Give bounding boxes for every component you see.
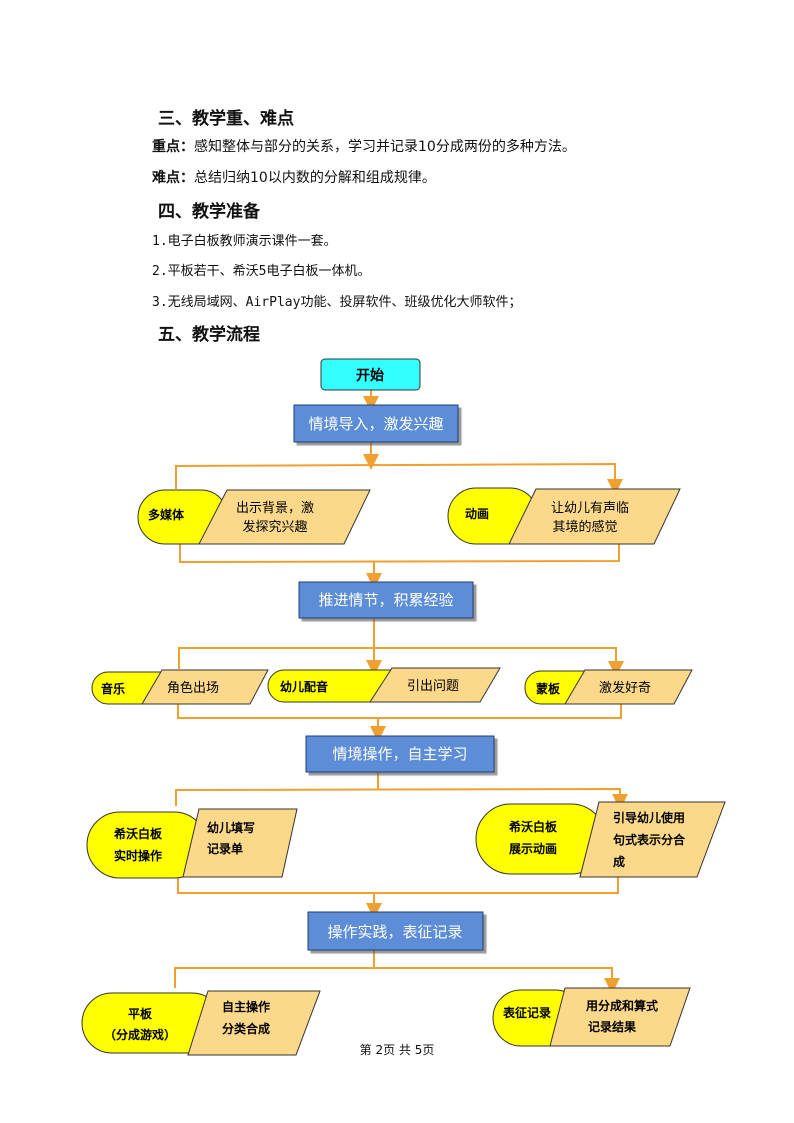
r3-right-tag-1: 希沃白板 <box>508 819 558 834</box>
r1-left-line2: 发探究兴趣 <box>242 519 307 535</box>
key-point-text: 感知整体与部分的关系，学习并记录10分成两份的多种方法。 <box>194 139 576 155</box>
r4-right-node: 表征记录 用分成和算式 记录结果 <box>492 987 691 1047</box>
r4-right-line2: 记录结果 <box>588 1019 636 1034</box>
r2-mid-line: 引出问题 <box>407 679 459 694</box>
r2-right-node: 蒙板 激发好奇 <box>524 669 693 705</box>
difficulty-text: 总结归纳10以内数的分解和组成规律。 <box>194 170 436 186</box>
r2-left-tag: 音乐 <box>101 681 125 696</box>
step-2-box <box>298 581 474 619</box>
r3-left-node: 希沃白板 实时操作 幼儿填写 记录单 <box>86 808 298 879</box>
r2-mid-tag: 幼儿配音 <box>280 679 328 694</box>
r1-right-node: 动画 让幼儿有声临 其境的感觉 <box>447 487 681 545</box>
step-1-box <box>293 404 459 443</box>
r3-right-line3: 成 <box>613 854 625 869</box>
start-node: 开始 <box>320 358 421 391</box>
r4-left-node: 平板 （分成游戏） 自主操作 分类合成 <box>81 990 321 1056</box>
r3-left-tag-2: 实时操作 <box>114 848 162 863</box>
r4-left-tag-2: （分成游戏） <box>104 1027 176 1042</box>
step-4-box <box>307 911 484 951</box>
r4-right-line1: 用分成和算式 <box>585 998 658 1013</box>
r3-right-tag-2: 展示动画 <box>509 842 557 856</box>
step-1-label: 情境导入，激发兴趣 <box>308 415 443 433</box>
r1-left-node: 多媒体 出示背景，激 发探究兴趣 <box>137 489 371 545</box>
prep-item: 1.电子白板教师演示课件一套。 <box>152 234 337 249</box>
r1-right-line2: 其境的感觉 <box>552 519 617 535</box>
r2-right-tag: 蒙板 <box>536 681 561 696</box>
r1-right-line1: 让幼儿有声临 <box>551 501 629 516</box>
r3-left-line2: 记录单 <box>207 841 243 856</box>
section-5-title: 五、教学流程 <box>158 325 260 345</box>
r3-right-node: 希沃白板 展示动画 引导幼儿使用 句式表示分合 成 <box>475 801 726 878</box>
r3-left-line1: 幼儿填写 <box>207 820 255 835</box>
r4-left-tag-1: 平板 <box>128 1006 153 1021</box>
start-label: 开始 <box>356 367 384 384</box>
step-2-label: 推进情节，积累经验 <box>318 591 453 609</box>
r4-right-tag: 表征记录 <box>502 1005 551 1020</box>
difficulty: 难点：总结归纳10以内数的分解和组成规律。 <box>152 167 436 187</box>
step-4-label: 操作实践，表征记录 <box>327 923 462 941</box>
prep-item: 2.平板若干、希沃5电子白板一体机。 <box>152 264 371 279</box>
r2-mid-node: 幼儿配音 引出问题 <box>267 667 501 703</box>
step-3-box <box>305 735 495 773</box>
r1-left-line1: 出示背景，激 <box>236 501 314 516</box>
r4-left-line2: 分类合成 <box>222 1021 270 1036</box>
step-3-label: 情境操作，自主学习 <box>332 745 467 763</box>
page-footer: 第 2页 共 5页 <box>359 1043 435 1057</box>
section-3-title: 三、教学重、难点 <box>158 109 294 129</box>
r3-right-line2: 句式表示分合 <box>613 832 686 847</box>
r1-left-tag: 多媒体 <box>148 507 185 522</box>
r2-right-line: 激发好奇 <box>599 680 651 696</box>
r1-right-tag: 动画 <box>465 507 489 521</box>
r3-left-tag-1: 希沃白板 <box>113 826 163 841</box>
key-point: 重点：感知整体与部分的关系，学习并记录10分成两份的多种方法。 <box>152 136 576 156</box>
flow-connectors <box>174 390 628 994</box>
prep-item: 3.无线局域网、AirPlay功能、投屏软件、班级优化大师软件； <box>152 295 522 310</box>
section-4-title: 四、教学准备 <box>158 202 260 222</box>
r3-right-line1: 引导幼儿使用 <box>613 810 685 825</box>
r2-left-node: 音乐 角色出场 <box>91 669 269 705</box>
r4-left-line1: 自主操作 <box>222 999 270 1014</box>
r2-left-line: 角色出场 <box>167 680 219 696</box>
key-point-label: 重点： <box>152 139 194 155</box>
difficulty-label: 难点： <box>152 170 194 186</box>
